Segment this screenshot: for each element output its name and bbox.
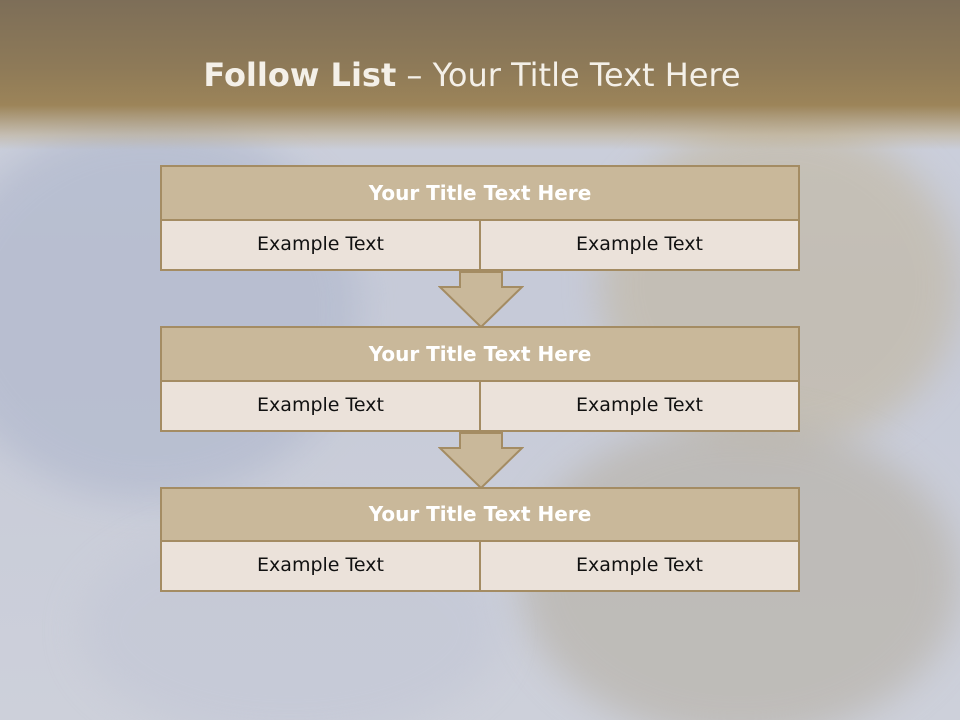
block-cell-left: Example Text	[160, 221, 481, 271]
block-cell-left: Example Text	[160, 542, 481, 592]
block-cell-right: Example Text	[481, 382, 800, 432]
block-title: Your Title Text Here	[160, 326, 800, 382]
title-rest: – Your Title Text Here	[396, 56, 741, 94]
title-bold: Follow List	[203, 56, 397, 94]
page-title: Follow List – Your Title Text Here	[0, 56, 944, 94]
block-cell-right: Example Text	[481, 542, 800, 592]
list-block-1: Your Title Text Here Example Text Exampl…	[160, 165, 800, 271]
block-cell-left: Example Text	[160, 382, 481, 432]
block-row: Example Text Example Text	[160, 221, 800, 271]
list-block-3: Your Title Text Here Example Text Exampl…	[160, 487, 800, 592]
block-title: Your Title Text Here	[160, 165, 800, 221]
block-title: Your Title Text Here	[160, 487, 800, 542]
down-arrow-icon	[438, 432, 524, 490]
block-cell-right: Example Text	[481, 221, 800, 271]
list-block-2: Your Title Text Here Example Text Exampl…	[160, 326, 800, 432]
block-row: Example Text Example Text	[160, 382, 800, 432]
header-band	[0, 0, 960, 150]
block-row: Example Text Example Text	[160, 542, 800, 592]
down-arrow-icon	[438, 271, 524, 329]
